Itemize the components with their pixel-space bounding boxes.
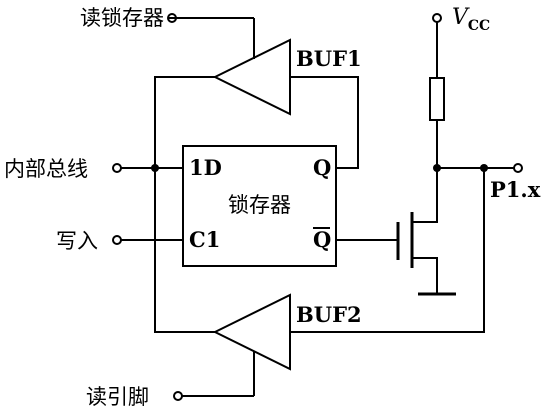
latch-block xyxy=(182,145,337,267)
drain-junction xyxy=(433,164,441,172)
latch-d-label: 1D xyxy=(189,155,222,180)
buf1-output-wire xyxy=(154,76,215,333)
buf1-label: BUF1 xyxy=(296,46,362,71)
vcc-label: VCC xyxy=(452,5,490,34)
pin-terminal xyxy=(513,163,523,173)
read-pin-label: 读引脚 xyxy=(86,385,149,409)
pullup-resistor xyxy=(429,77,445,121)
latch-c-label: C1 xyxy=(189,227,220,252)
buf1-buffer xyxy=(212,38,291,116)
internal-bus-label: 内部总线 xyxy=(4,157,88,181)
mosfet-drain xyxy=(412,168,438,223)
buf2-label: BUF2 xyxy=(296,302,362,327)
mosfet-source xyxy=(412,257,438,294)
write-terminal xyxy=(112,235,122,245)
vcc-terminal xyxy=(432,13,442,23)
q-to-buf1-wire xyxy=(290,76,359,169)
pin-to-buf2-wire xyxy=(290,168,485,333)
write-label: 写入 xyxy=(56,229,98,253)
read-pin-terminal xyxy=(173,391,183,401)
buf2-buffer xyxy=(212,293,291,371)
latch-name-label: 锁存器 xyxy=(228,193,291,217)
read-latch-label: 读锁存器 xyxy=(80,6,164,30)
latch-q-label: Q xyxy=(313,155,331,180)
internal-bus-junction xyxy=(151,164,159,172)
pin-label: P1.x xyxy=(490,177,541,202)
latch-qbar-label: Q xyxy=(313,227,331,252)
internal-bus-terminal xyxy=(112,163,122,173)
